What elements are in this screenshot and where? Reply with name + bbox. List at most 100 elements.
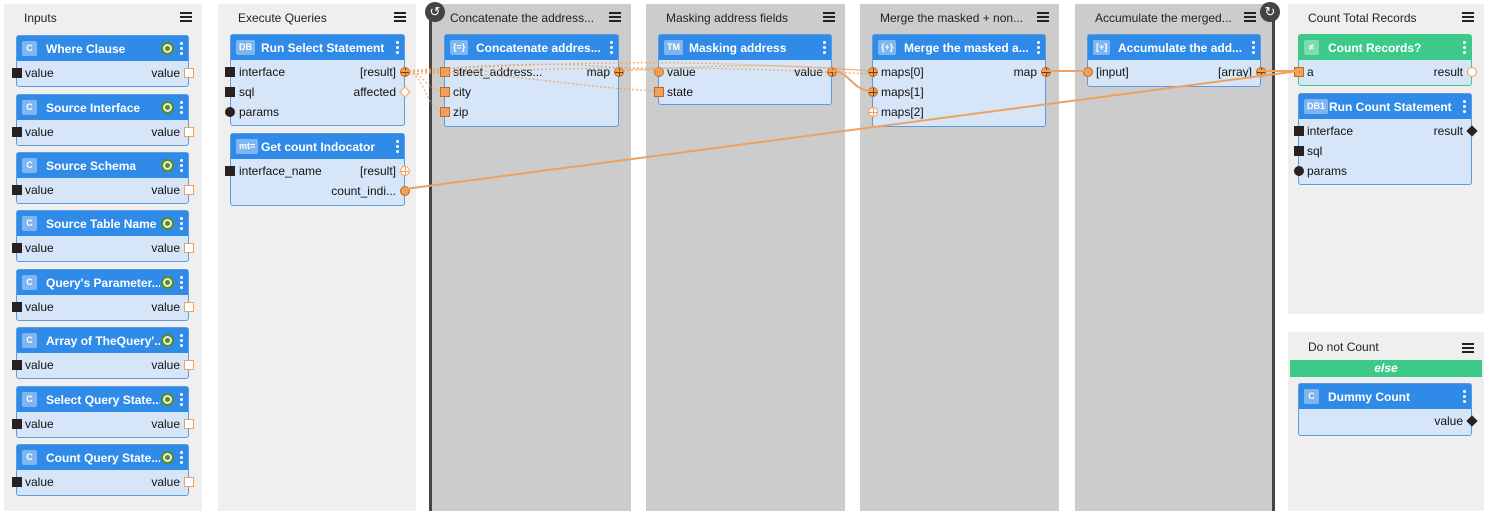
node-menu-icon[interactable]	[180, 334, 184, 348]
input-port-sql[interactable]	[1294, 146, 1304, 156]
input-port-maps-0[interactable]	[868, 67, 878, 77]
output-port-value[interactable]	[184, 419, 194, 429]
output-port-value[interactable]	[184, 302, 194, 312]
settings-gear-icon[interactable]	[161, 101, 174, 114]
output-port-array[interactable]	[1256, 67, 1266, 77]
input-port-sql[interactable]	[225, 87, 235, 97]
output-port-map[interactable]	[614, 67, 624, 77]
input-port-value[interactable]	[12, 302, 22, 312]
input-port-value[interactable]	[12, 185, 22, 195]
node-menu-icon[interactable]	[610, 41, 614, 55]
merge-masked-node[interactable]: {+}Merge the masked a... maps[0]map maps…	[868, 34, 1051, 127]
settings-gear-icon[interactable]	[161, 217, 174, 230]
output-port-value[interactable]	[184, 243, 194, 253]
node-menu-icon[interactable]	[823, 41, 827, 55]
node-menu-icon[interactable]	[180, 159, 184, 173]
settings-gear-icon[interactable]	[161, 451, 174, 464]
lane-menu-icon[interactable]	[1462, 341, 1474, 353]
settings-gear-icon[interactable]	[161, 393, 174, 406]
input-port-interface[interactable]	[225, 67, 235, 77]
output-port-value[interactable]	[184, 360, 194, 370]
settings-gear-icon[interactable]	[161, 159, 174, 172]
input-port-maps-2[interactable]	[868, 107, 878, 117]
constant-icon: C	[22, 216, 37, 231]
lane-menu-icon[interactable]	[609, 10, 621, 22]
settings-gear-icon[interactable]	[161, 334, 174, 347]
output-port-map[interactable]	[1041, 67, 1051, 77]
output-port-value[interactable]	[184, 68, 194, 78]
node-menu-icon[interactable]	[180, 101, 184, 115]
input-port-value[interactable]	[12, 360, 22, 370]
loop-start-icon[interactable]: ↺	[425, 2, 445, 22]
input-port-state[interactable]	[654, 87, 664, 97]
input-port-params[interactable]	[1294, 166, 1304, 176]
input-port-street-address[interactable]	[440, 67, 450, 77]
lane-menu-icon[interactable]	[1037, 10, 1049, 22]
lane-menu-icon[interactable]	[180, 10, 192, 22]
node-menu-icon[interactable]	[1252, 41, 1256, 55]
input-port-value[interactable]	[12, 477, 22, 487]
port-label: street_address...	[453, 65, 543, 79]
input-port-value[interactable]	[12, 419, 22, 429]
input-port-value[interactable]	[12, 243, 22, 253]
input-port-a[interactable]	[1294, 67, 1304, 77]
node-menu-icon[interactable]	[1463, 390, 1467, 404]
output-port-count-indicator[interactable]	[400, 186, 410, 196]
node-menu-icon[interactable]	[396, 41, 400, 55]
output-port-value[interactable]	[827, 67, 837, 77]
input-port-zip[interactable]	[440, 107, 450, 117]
loop-end-icon[interactable]: ↻	[1260, 2, 1280, 22]
input-port-maps-1[interactable]	[868, 87, 878, 97]
node-menu-icon[interactable]	[1463, 41, 1467, 55]
node-menu-icon[interactable]	[180, 451, 184, 465]
get-count-indicator-node[interactable]: mt=Get count Indocator interface_name[re…	[225, 133, 410, 206]
input-port-value[interactable]	[12, 68, 22, 78]
port-label: count_indi...	[331, 184, 396, 198]
node-menu-icon[interactable]	[180, 276, 184, 290]
node-menu-icon[interactable]	[180, 42, 184, 56]
concatenate-address-node[interactable]: {=}Concatenate addres... street_address.…	[440, 34, 624, 127]
input-port-value[interactable]	[12, 127, 22, 137]
input-port-city[interactable]	[440, 87, 450, 97]
node-menu-icon[interactable]	[180, 393, 184, 407]
concat-icon: {=}	[450, 40, 469, 55]
node-menu-icon[interactable]	[396, 140, 400, 154]
output-port-result[interactable]	[400, 67, 410, 77]
settings-gear-icon[interactable]	[161, 42, 174, 55]
node-menu-icon[interactable]	[1037, 41, 1041, 55]
lane-menu-icon[interactable]	[1462, 10, 1474, 22]
output-port-result[interactable]	[1467, 67, 1477, 77]
input-port-interface[interactable]	[1294, 126, 1304, 136]
port-label: [result]	[359, 164, 396, 178]
node-menu-icon[interactable]	[1463, 100, 1467, 114]
input-port-params[interactable]	[225, 107, 235, 117]
output-port-result[interactable]	[400, 166, 410, 176]
output-port-value[interactable]	[184, 477, 194, 487]
lane-menu-icon[interactable]	[394, 10, 406, 22]
port-label: sql	[239, 85, 255, 99]
input-port-interface-name[interactable]	[225, 166, 235, 176]
lane-menu-icon[interactable]	[1244, 10, 1256, 22]
accumulate-address-node[interactable]: [+]Accumulate the add... [input][array]	[1083, 34, 1266, 87]
input-port-input[interactable]	[1083, 67, 1093, 77]
input-port-value[interactable]	[654, 67, 664, 77]
lane-title: Inputs	[24, 11, 57, 25]
lane-menu-icon[interactable]	[823, 10, 835, 22]
settings-gear-icon[interactable]	[161, 276, 174, 289]
output-port-value[interactable]	[184, 127, 194, 137]
output-port-value[interactable]	[184, 185, 194, 195]
node-menu-icon[interactable]	[180, 217, 184, 231]
